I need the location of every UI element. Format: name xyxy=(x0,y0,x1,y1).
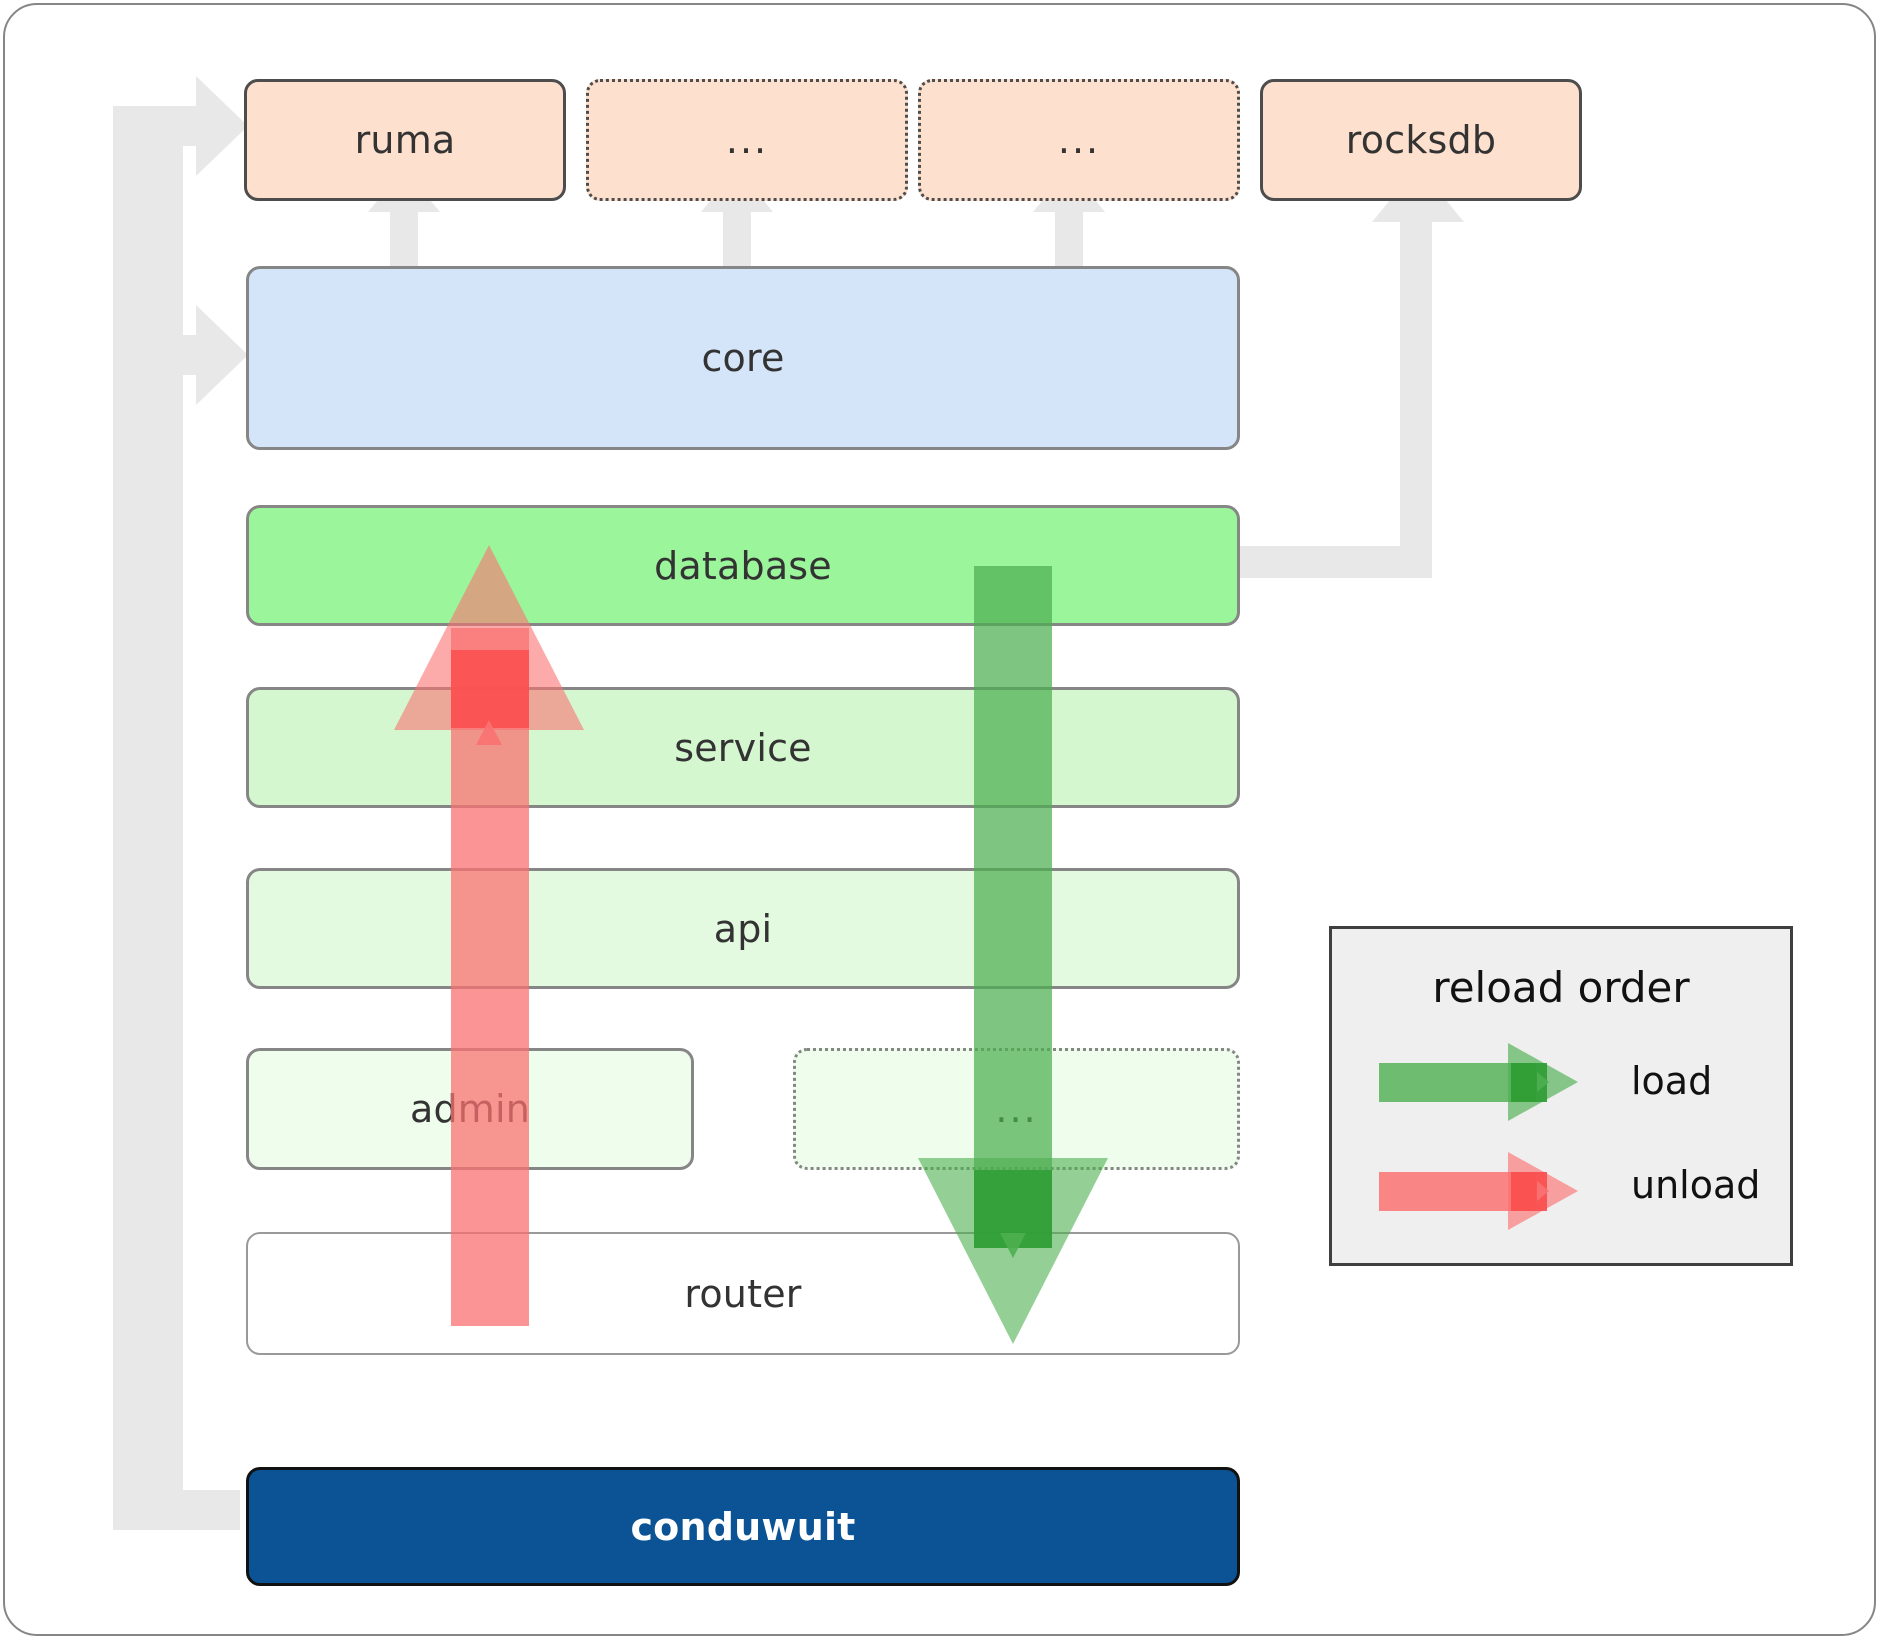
node-rocksdb[interactable]: rocksdb xyxy=(1260,79,1582,201)
node-ruma-label: ruma xyxy=(354,118,456,162)
legend-label-load: load xyxy=(1631,1059,1713,1103)
node-router[interactable]: router xyxy=(246,1232,1240,1355)
node-conduwuit[interactable]: conduwuit xyxy=(246,1467,1240,1586)
node-core[interactable]: core xyxy=(246,266,1240,450)
node-service[interactable]: service xyxy=(246,687,1240,808)
node-crate-ellipsis[interactable]: ... xyxy=(793,1048,1240,1170)
legend-label-unload: unload xyxy=(1631,1163,1761,1207)
node-external-ellipsis-2[interactable]: ... xyxy=(918,79,1240,201)
node-router-label: router xyxy=(684,1271,802,1316)
node-admin-label: admin xyxy=(409,1087,531,1131)
node-service-label: service xyxy=(674,725,812,770)
node-crate-ellipsis-label: ... xyxy=(995,1086,1038,1131)
node-database[interactable]: database xyxy=(246,505,1240,626)
legend-panel: reload order xyxy=(1329,926,1793,1266)
node-api-label: api xyxy=(713,906,773,951)
node-admin[interactable]: admin xyxy=(246,1048,694,1170)
node-database-label: database xyxy=(654,543,832,588)
legend-title: reload order xyxy=(1432,963,1690,1012)
node-conduwuit-label: conduwuit xyxy=(630,1504,856,1549)
node-external-ellipsis-1-label: ... xyxy=(725,117,769,162)
node-core-label: core xyxy=(701,336,785,380)
node-ruma[interactable]: ruma xyxy=(244,79,566,201)
node-external-ellipsis-2-label: ... xyxy=(1057,117,1101,162)
node-api[interactable]: api xyxy=(246,868,1240,989)
node-external-ellipsis-1[interactable]: ... xyxy=(586,79,908,201)
diagram-frame xyxy=(3,3,1876,1636)
node-rocksdb-label: rocksdb xyxy=(1345,118,1497,162)
